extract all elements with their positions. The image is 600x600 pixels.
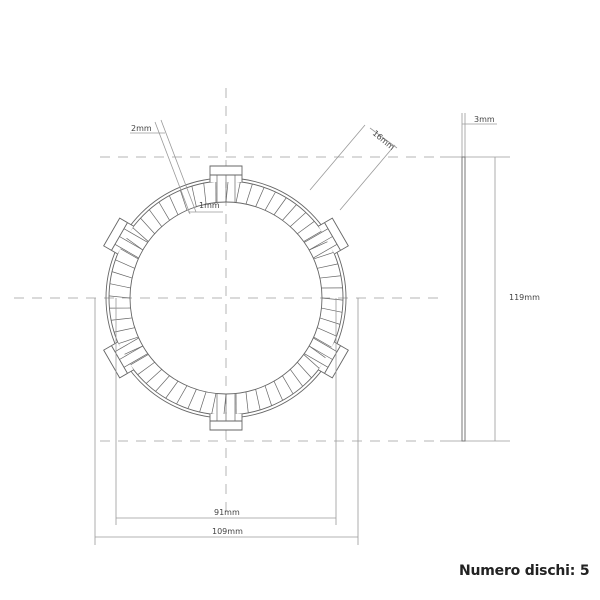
dim-tab-width: 16mm [371, 129, 397, 153]
drive-tab [209, 165, 243, 202]
dim-outer-height: 119mm [509, 293, 540, 302]
disc-count-label: Numero dischi: 5 [459, 563, 590, 579]
drive-tab [103, 337, 148, 379]
disc-side-profile [461, 156, 466, 442]
drive-tab [304, 337, 349, 379]
drive-tab [304, 217, 349, 259]
dim-outer-diameter: 109mm [212, 527, 243, 536]
dim-tooth-gap: 2mm [131, 124, 152, 133]
drive-tab [209, 394, 243, 431]
dim-inner-diameter: 91mm [214, 508, 240, 517]
dim-thickness: 3mm [474, 115, 495, 124]
dim-tooth-depth: 1mm [199, 201, 220, 210]
drive-tab [103, 217, 148, 259]
dimension-lines [94, 113, 510, 545]
center-lines [14, 88, 440, 520]
friction-ring [103, 165, 349, 431]
